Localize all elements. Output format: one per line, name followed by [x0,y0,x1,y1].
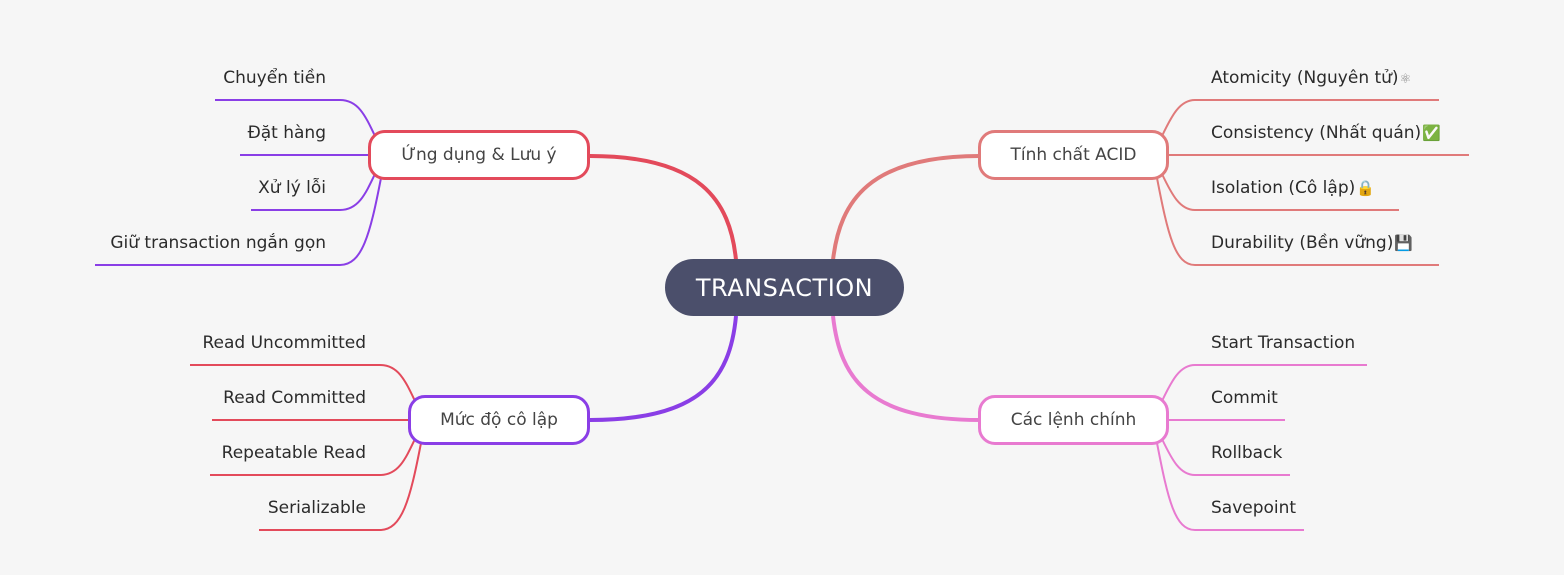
leaf-read-uncommitted[interactable]: Read Uncommitted [202,333,366,353]
connectors-acid [1156,99,1469,266]
leaf-label: Savepoint [1211,498,1297,518]
connector-root-cac-lenh [831,315,981,422]
leaf-label: Giữ transaction ngắn gọn [110,233,326,253]
leaf-consistency[interactable]: Consistency (Nhất quán)✅ [1211,123,1441,143]
leaf-label: Read Uncommitted [202,333,366,353]
leaf-label: Đặt hàng [247,123,326,143]
leaf-commit[interactable]: Commit [1211,388,1278,408]
leaf-chuyen-tien[interactable]: Chuyển tiền [223,68,326,88]
leaf-savepoint[interactable]: Savepoint [1211,498,1296,518]
leaf-label: Commit [1211,388,1278,408]
leaf-start-transaction[interactable]: Start Transaction [1211,333,1355,353]
leaf-label: Read Committed [223,388,366,408]
branch-label: Tính chất ACID [1010,145,1137,165]
lock-icon: 🔒 [1356,179,1375,197]
leaf-label: Atomicity (Nguyên tử) [1211,68,1399,88]
leaf-label: Serializable [267,498,366,518]
leaf-label: Consistency (Nhất quán) [1211,123,1422,143]
floppy-disk-icon: 💾 [1394,234,1414,252]
check-mark-icon: ✅ [1422,124,1441,142]
branch-label: Mức độ cô lập [440,410,558,430]
atom-icon: ⚛ [1399,72,1412,87]
leaf-label: Isolation (Cô lập) [1211,178,1356,198]
branch-label: Ứng dụng & Lưu ý [401,145,557,165]
leaf-label: Durability (Bền vững) [1211,233,1394,253]
leaf-serializable[interactable]: Serializable [268,498,366,518]
leaf-durability[interactable]: Durability (Bền vững)💾 [1211,233,1413,253]
leaf-xu-ly-loi[interactable]: Xử lý lỗi [258,178,326,198]
leaf-rollback[interactable]: Rollback [1211,443,1282,463]
leaf-label: Start Transaction [1211,333,1356,353]
root-label: TRANSACTION [695,273,874,302]
leaf-atomicity[interactable]: Atomicity (Nguyên tử)⚛ [1211,68,1411,90]
branch-node-cac-lenh[interactable]: Các lệnh chính [978,395,1169,445]
connectors-cac-lenh [1156,364,1367,531]
branch-node-ung-dung[interactable]: Ứng dụng & Lưu ý [368,130,590,180]
branch-label: Các lệnh chính [1010,410,1137,430]
leaf-dat-hang[interactable]: Đặt hàng [248,123,326,143]
connectors-muc-do [190,364,422,531]
leaf-label: Xử lý lỗi [258,178,326,198]
connector-root-acid [831,154,981,261]
leaf-isolation[interactable]: Isolation (Cô lập)🔒 [1211,178,1375,198]
leaf-label: Chuyển tiền [223,68,326,88]
leaf-label: Repeatable Read [221,443,366,463]
branch-node-acid[interactable]: Tính chất ACID [978,130,1169,180]
root-node-transaction[interactable]: TRANSACTION [665,259,904,316]
leaf-read-committed[interactable]: Read Committed [223,388,366,408]
leaf-label: Rollback [1211,443,1283,463]
connector-root-ung-dung [589,154,738,261]
connector-root-muc-do [589,315,738,422]
connectors-ung-dung [95,99,382,266]
leaf-giu-transaction-ngan-gon[interactable]: Giữ transaction ngắn gọn [110,233,326,253]
branch-node-muc-do[interactable]: Mức độ cô lập [408,395,590,445]
leaf-repeatable-read[interactable]: Repeatable Read [222,443,366,463]
